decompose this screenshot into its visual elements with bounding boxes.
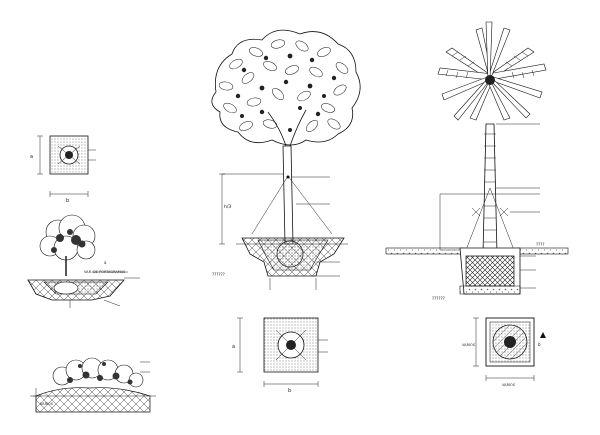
dim-label-b-large: b	[288, 388, 291, 394]
palm-tree-section: ???? ??????	[385, 21, 569, 301]
small-tree-plan-view: a b	[30, 135, 96, 204]
small-tree-mark: a	[104, 260, 107, 265]
small-tree-section: a VAR. DE PORTAGRAMAS	[27, 214, 140, 308]
palm-section-mark: b	[538, 342, 541, 347]
palm-plan-view: VARIOS VARIOS b	[462, 317, 546, 387]
right-top-placeholder: ????	[536, 242, 545, 247]
dim-label-a-large: a	[232, 344, 235, 350]
height-marker: h/3	[224, 204, 231, 210]
large-tree-plan-view: a b	[232, 317, 328, 394]
shrub-dim-note: VARIOS	[40, 402, 54, 406]
ground-left	[385, 247, 465, 255]
guy-wire-left	[251, 175, 289, 235]
small-tree-icon	[39, 214, 96, 276]
dim-label-b: b	[66, 198, 69, 204]
palm-dim-bottom: VARIOS	[502, 383, 516, 387]
center-placeholder: ??????	[212, 272, 225, 277]
palm-rootball	[465, 255, 515, 287]
shrub-bed-section: VARIOS	[30, 357, 156, 413]
ground-right	[515, 247, 569, 255]
small-rootball	[53, 281, 79, 295]
palm-dim-left: VARIOS	[462, 343, 476, 347]
shrub-icon	[52, 357, 144, 388]
right-placeholder: ??????	[432, 296, 445, 301]
guy-wire-right	[287, 175, 333, 235]
large-rootball	[276, 240, 304, 268]
small-tree-note: VAR. DE PORTAGRAMAS	[84, 270, 126, 274]
palm-icon	[437, 21, 547, 255]
dim-label-a: a	[30, 154, 33, 160]
shrub-soil	[35, 387, 151, 413]
deciduous-tree-section: h/3 ??????	[211, 29, 361, 290]
tree-icon	[211, 29, 361, 245]
